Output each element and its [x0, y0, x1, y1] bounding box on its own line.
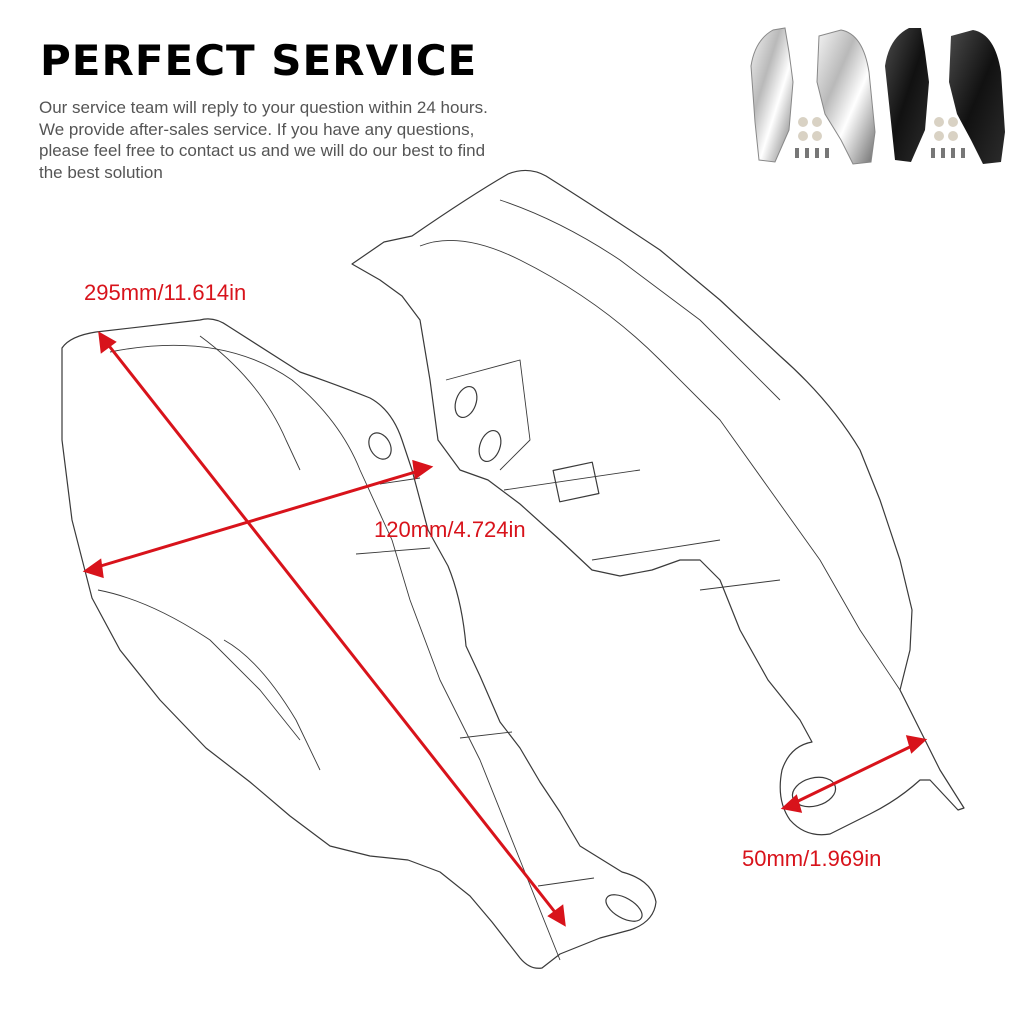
right-mount-slot: [791, 776, 837, 808]
right-shield-outline: [351, 169, 965, 836]
service-description: Our service team will reply to your ques…: [39, 98, 488, 182]
mount-dimension-label: 50mm/1.969in: [742, 846, 882, 871]
mount-dimension-line: [780, 735, 928, 813]
length-dimension-label: 295mm/11.614in: [84, 280, 247, 305]
left-shield-outline: [61, 318, 657, 969]
left-shield-edge: [109, 344, 561, 961]
right-shield-slot-upper: [454, 385, 478, 419]
black-variant: [885, 28, 1005, 164]
page-title: PERFECT SERVICE: [40, 36, 478, 85]
left-shield-slot: [368, 432, 392, 460]
right-shield-edge: [419, 239, 901, 691]
right-shield-slot-lower: [478, 429, 502, 463]
right-shield-clip: [552, 461, 600, 503]
chrome-variant: [750, 27, 876, 165]
left-mount-slot: [605, 894, 643, 922]
width-dimension-label: 120mm/4.724in: [374, 517, 526, 542]
variant-thumbnail: [750, 27, 1005, 165]
width-dimension-line: [82, 459, 434, 579]
length-dimension-line: [98, 331, 566, 927]
